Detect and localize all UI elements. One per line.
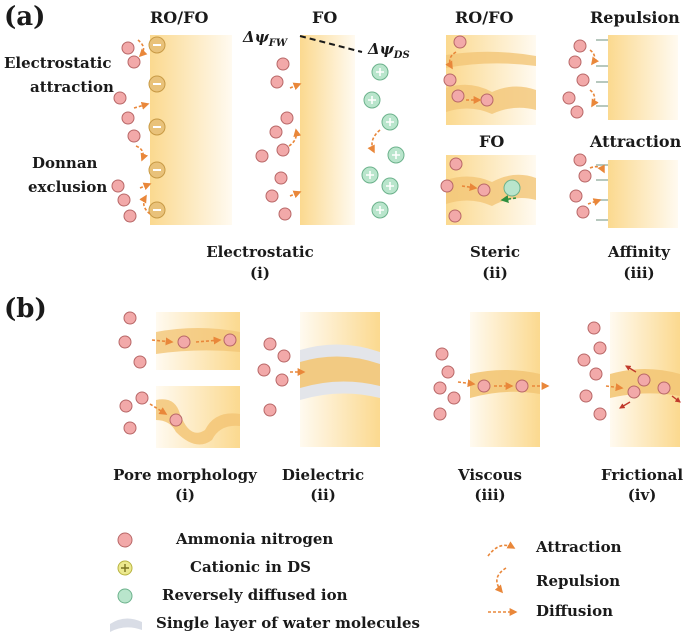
pore-steric-top bbox=[446, 51, 536, 68]
affinity-ticks-top bbox=[596, 39, 608, 107]
header-attraction: Attraction bbox=[590, 132, 682, 151]
header-rofo-steric: RO/FO bbox=[455, 8, 514, 27]
cations-ds bbox=[361, 63, 405, 219]
ammonia-particle bbox=[117, 193, 131, 207]
caption-electrostatic-num: (i) bbox=[250, 264, 270, 282]
arrows-a1 bbox=[133, 39, 152, 215]
ammonia-group-b2 bbox=[257, 337, 291, 417]
delta-psi-ds: ΔψDS bbox=[368, 40, 410, 61]
ammonia-particle bbox=[121, 41, 135, 55]
arrows-b1 bbox=[149, 336, 222, 415]
ammonia-group-b3 bbox=[433, 347, 529, 421]
caption-dielectric: Dielectric bbox=[281, 466, 365, 484]
ammonia-group-a1 bbox=[111, 41, 141, 223]
pore-pore-bottom bbox=[156, 399, 240, 445]
legend-water-label: Single layer of water molecules bbox=[156, 614, 420, 632]
caption-affinity-num: (iii) bbox=[623, 264, 655, 282]
negative-charges bbox=[148, 36, 166, 219]
membrane-affinity-attraction bbox=[608, 160, 678, 228]
caption-pore-num: (i) bbox=[175, 486, 195, 504]
arrow-affinity-2 bbox=[589, 89, 599, 108]
caption-affinity: Affinity bbox=[608, 243, 670, 261]
caption-steric: Steric bbox=[469, 243, 521, 261]
caption-pore-morphology: Pore morphology bbox=[113, 466, 257, 484]
panel-b-label: (b) bbox=[4, 294, 47, 324]
ammonia-particle bbox=[113, 91, 127, 105]
ammonia-particle bbox=[123, 209, 137, 223]
arrow-affinity-3 bbox=[589, 164, 605, 174]
caption-viscous: Viscous bbox=[457, 466, 522, 484]
arrow-affinity-4 bbox=[587, 198, 602, 206]
membrane-affinity-repulsion bbox=[608, 35, 678, 120]
caption-frictional-num: (iv) bbox=[627, 486, 657, 504]
ammonia-group-b4 bbox=[577, 321, 671, 421]
ammonia-particle bbox=[111, 179, 125, 193]
ammonia-group-steric1 bbox=[443, 35, 494, 107]
header-rofo-electrostatic: RO/FO bbox=[150, 8, 209, 27]
panel-a-label: (a) bbox=[4, 2, 46, 32]
caption-dielectric-num: (ii) bbox=[310, 486, 336, 504]
side-label-electrostatic: Electrostatic bbox=[4, 54, 112, 72]
legend-cation-label: Cationic in DS bbox=[190, 558, 311, 576]
side-label-attraction: attraction bbox=[30, 78, 114, 96]
legend-cation-plus-icon bbox=[121, 564, 129, 572]
header-repulsion: Repulsion bbox=[590, 8, 680, 27]
header-fo-electrostatic: FO bbox=[312, 8, 338, 27]
caption-steric-num: (ii) bbox=[482, 264, 508, 282]
legend-attraction-icon bbox=[487, 541, 516, 557]
legend-ammonia-icon bbox=[117, 532, 133, 548]
pore-dielectric bbox=[300, 356, 380, 388]
legend-water-icon bbox=[110, 618, 142, 632]
caption-electrostatic: Electrostatic bbox=[206, 243, 314, 261]
legend-repulsion-icon bbox=[494, 567, 507, 594]
legend-diffusion-label: Diffusion bbox=[536, 602, 613, 620]
arrows-a2 bbox=[288, 82, 302, 199]
affinity-ticks-bottom bbox=[596, 164, 608, 221]
arrow-steric-1 bbox=[445, 51, 457, 70]
delta-psi-fw: ΔψFW bbox=[243, 28, 288, 49]
ammonia-group-b1 bbox=[118, 311, 237, 435]
ammonia-group-steric2 bbox=[440, 157, 491, 223]
ammonia-group-a2 bbox=[255, 57, 294, 221]
legend-attraction-label: Attraction bbox=[536, 538, 622, 556]
ammonia-group-affinity1 bbox=[562, 39, 590, 119]
membrane-electrostatic-fo bbox=[300, 35, 355, 225]
arrow-steric-green bbox=[500, 195, 517, 204]
legend-ammonia-label: Ammonia nitrogen bbox=[176, 530, 334, 548]
legend-repulsion-label: Repulsion bbox=[536, 572, 621, 590]
legend-reverse-ion-label: Reversely diffused ion bbox=[162, 586, 348, 604]
side-label-exclusion: exclusion bbox=[28, 178, 108, 196]
ammonia-particle bbox=[127, 55, 141, 69]
arrow-frictional bbox=[605, 383, 624, 392]
header-fo-steric: FO bbox=[479, 132, 505, 151]
arrow-affinity-1 bbox=[589, 49, 600, 66]
caption-frictional: Frictional bbox=[600, 466, 684, 484]
legend-reverse-ion-icon bbox=[117, 588, 133, 604]
ammonia-particle bbox=[121, 111, 135, 125]
friction-arrows bbox=[619, 365, 681, 409]
reverse-ion-steric bbox=[503, 179, 521, 197]
arrow-steric-3 bbox=[461, 183, 478, 192]
caption-viscous-num: (iii) bbox=[474, 486, 506, 504]
ammonia-particle bbox=[127, 129, 141, 143]
potential-drop-line bbox=[299, 35, 363, 53]
cation-plus-signs bbox=[366, 68, 400, 214]
ammonia-group-affinity2 bbox=[569, 153, 592, 219]
arrows-b3 bbox=[457, 379, 550, 390]
side-label-donnan: Donnan bbox=[32, 154, 98, 172]
pore-pore-top bbox=[156, 328, 240, 354]
arrow-a2-ds bbox=[367, 129, 381, 154]
